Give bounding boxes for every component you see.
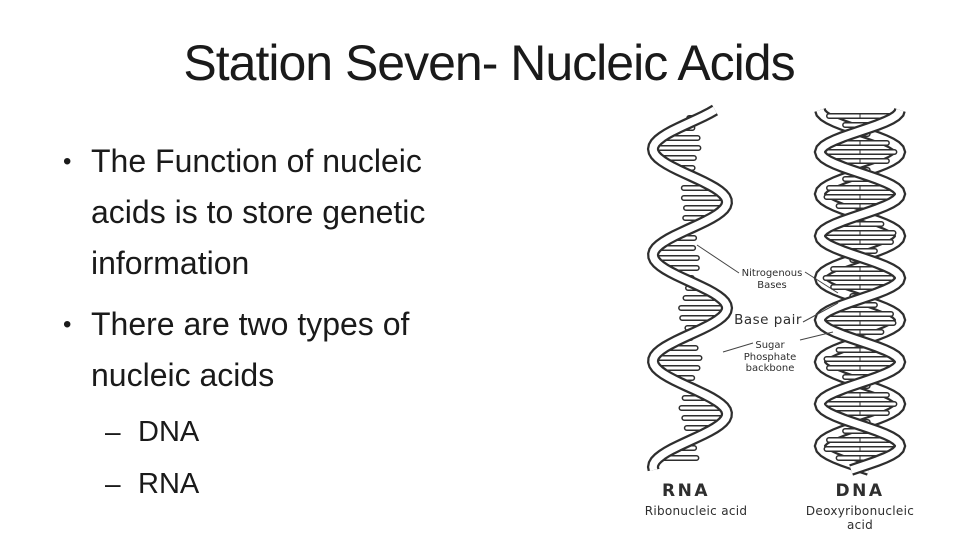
bullet-text: There are two types of nucleic acids	[91, 306, 410, 393]
dash-marker: –	[105, 416, 121, 447]
slide-title: Station Seven- Nucleic Acids	[183, 35, 795, 91]
sub-bullet-item: – DNA	[105, 406, 550, 458]
nitrogenous-bases-label: Nitrogenous Bases	[741, 268, 803, 291]
nucleic-acids-diagram: Nitrogenous Bases Base pair Sugar Phosph…	[628, 100, 978, 540]
bullet-text: The Function of nucleic acids is to stor…	[91, 143, 426, 281]
sugar-phosphate-backbone-label: Sugar Phosphate backbone	[743, 340, 797, 374]
helix-drawing	[646, 104, 907, 476]
bullet-list: • The Function of nucleic acids is to st…	[50, 136, 550, 510]
rna-full-name-label: Ribonucleic acid	[644, 504, 748, 518]
bullet-marker: •	[63, 311, 72, 338]
bullet-item: • There are two types of nucleic acids	[50, 299, 550, 401]
bullet-item: • The Function of nucleic acids is to st…	[50, 136, 550, 289]
sub-bullet-text: RNA	[138, 468, 200, 500]
base-pair-label: Base pair	[734, 312, 802, 328]
sub-bullet-text: DNA	[138, 416, 200, 448]
dash-marker: –	[105, 468, 121, 499]
dna-full-name-label: Deoxyribonucleic acid	[805, 504, 915, 532]
rna-title-label: RNA	[662, 481, 710, 501]
bullet-marker: •	[63, 148, 72, 175]
dna-title-label: DNA	[835, 481, 885, 501]
sub-bullet-item: – RNA	[105, 458, 550, 510]
